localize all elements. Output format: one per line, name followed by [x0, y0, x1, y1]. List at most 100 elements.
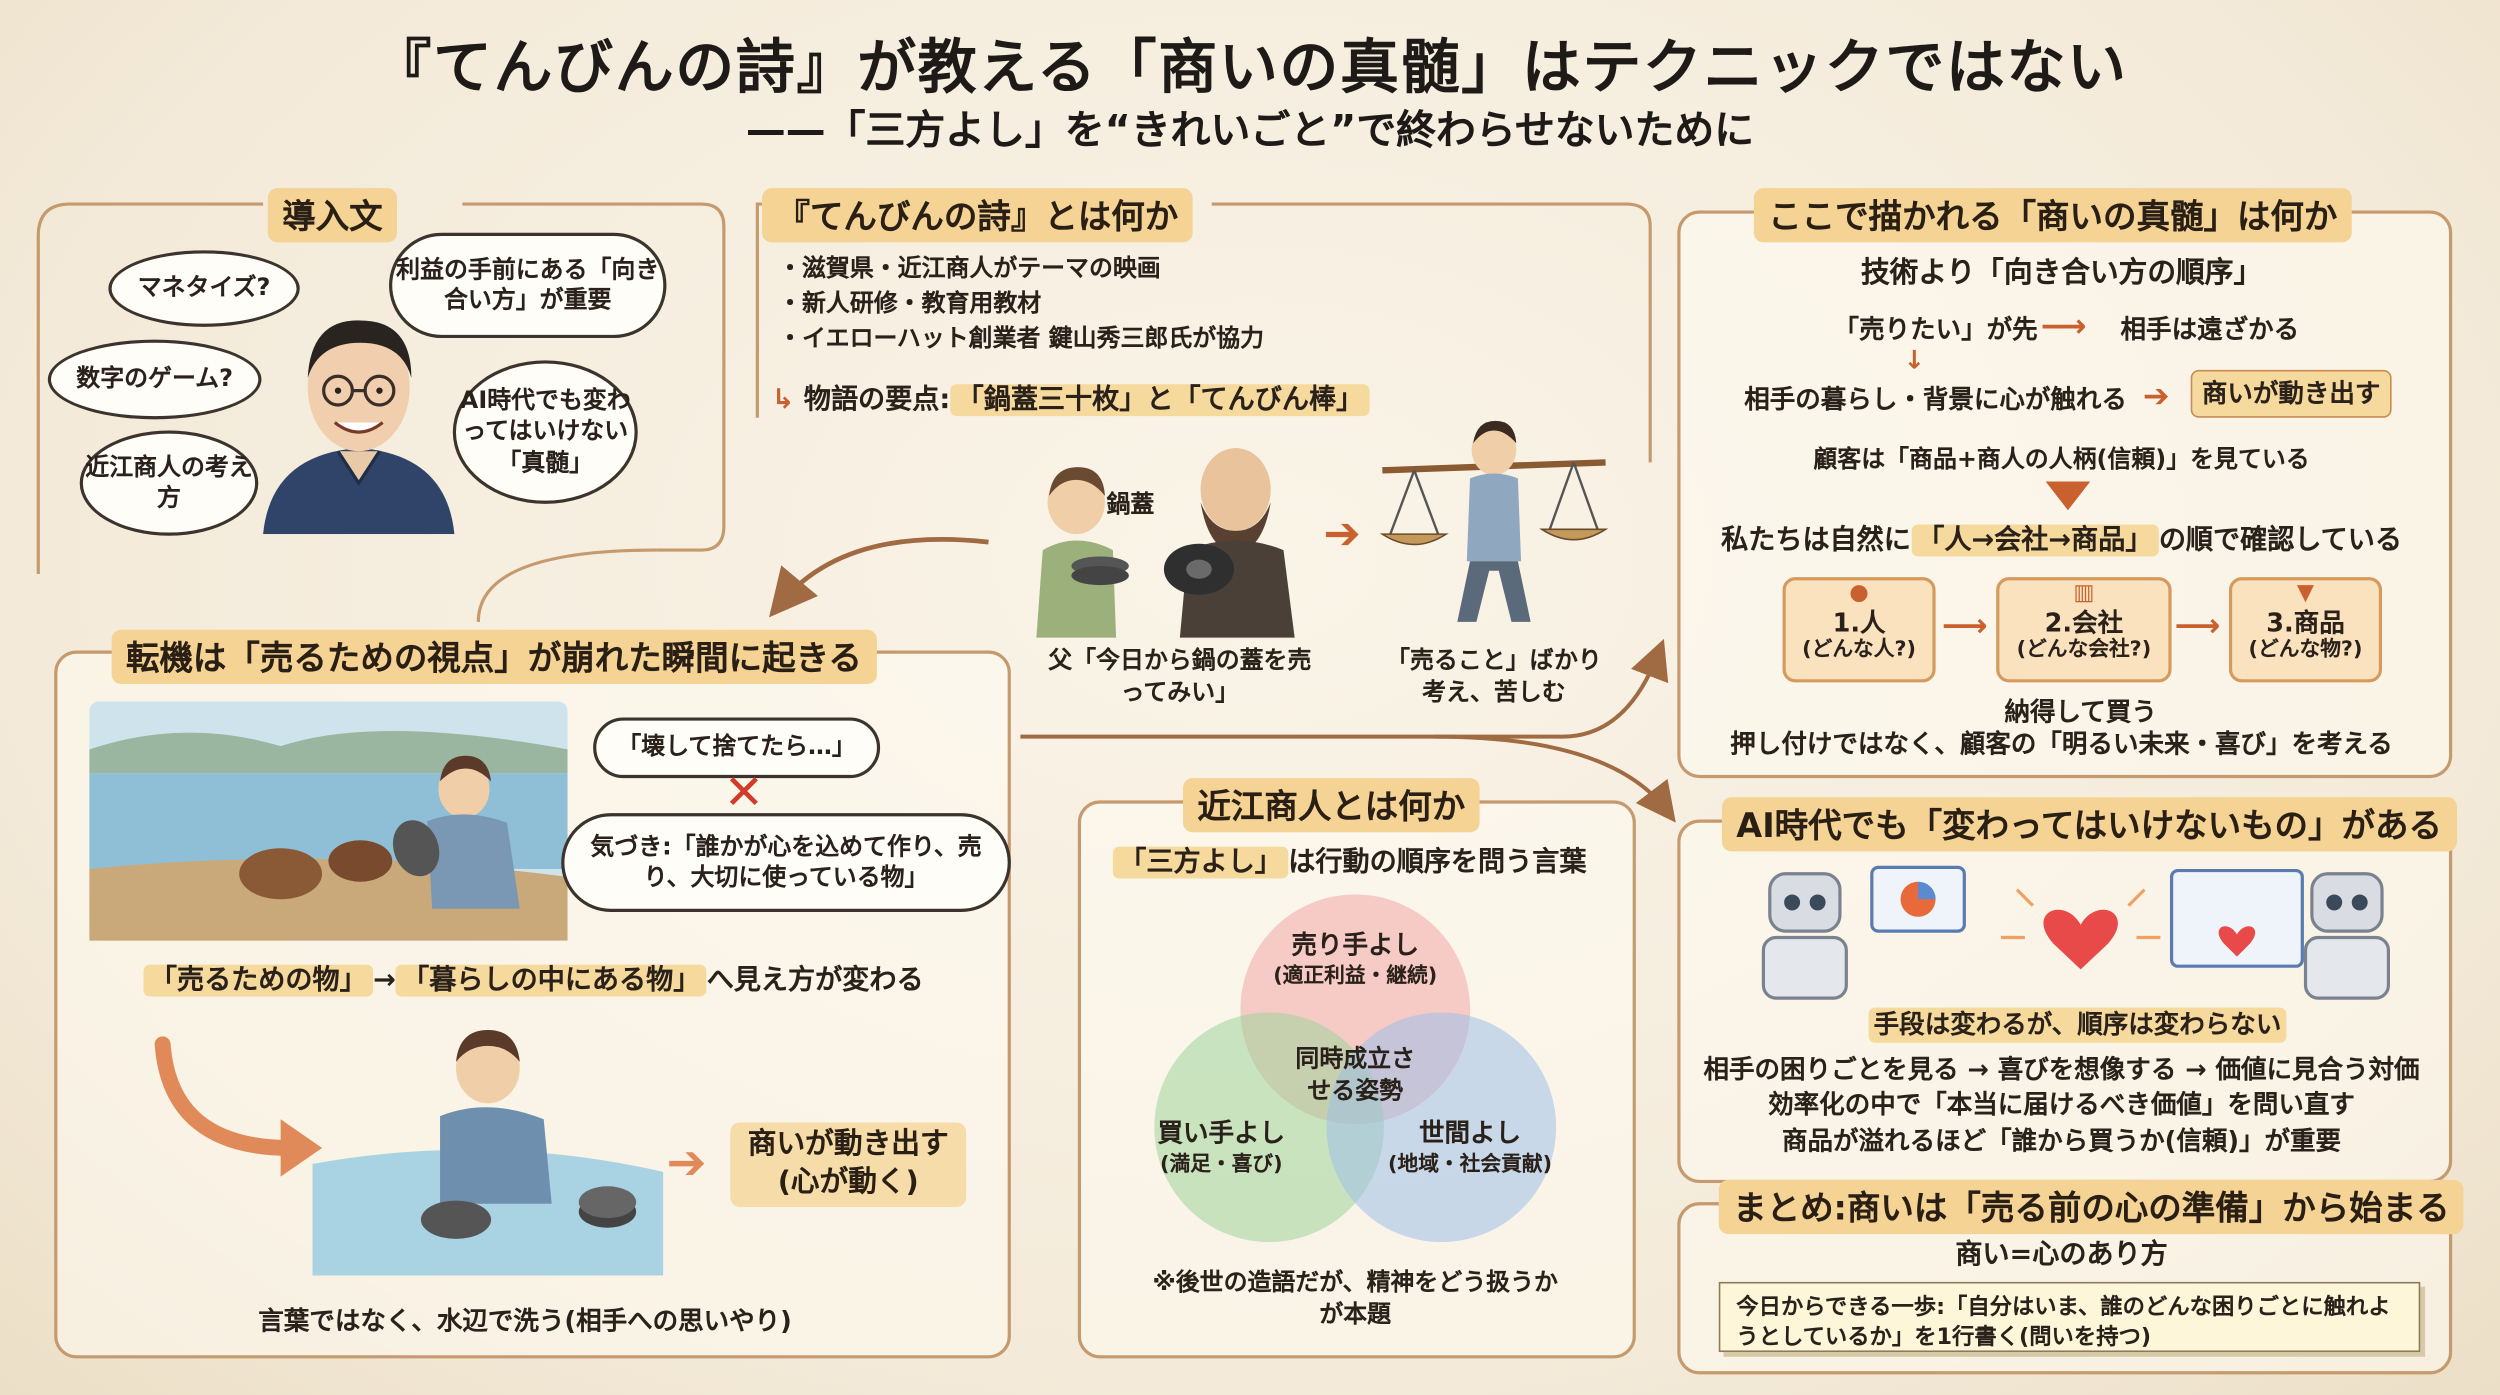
- film-bullets: ・滋賀県・近江商人がテーマの映画 ・新人研修・教育用教材 ・イエローハット創業者…: [778, 252, 1264, 356]
- father-caption: 父「今日から鍋の蓋を売ってみい」: [1048, 645, 1312, 707]
- ai-robots-illustration: [1761, 865, 2391, 1000]
- order-line: 私たちは自然に「人→会社→商品」の順で確認している: [1677, 523, 2446, 560]
- curved-arrow-icon: [154, 1036, 323, 1177]
- film-bullet-3: ・イエローハット創業者 鍵山秀三郎氏が協力: [778, 322, 1265, 352]
- film-to-turning-arrow: [768, 536, 989, 618]
- step-person-sublabel: (どんな人?): [1802, 637, 1917, 662]
- summary-lead: 商い=心のあり方: [1955, 1238, 2168, 1271]
- lid-label: 鍋蓋: [1106, 489, 1155, 519]
- action-note: 今日からできる一歩:「自分はいま、誰のどんな困りごとに触れようとしているか」を1…: [1718, 1281, 2421, 1353]
- buyer-label: 買い手よし: [1157, 1117, 1286, 1148]
- venn-society-label: 世間よし (地域・社会貢献): [1374, 1116, 1565, 1178]
- riverside-scene-illustration: [89, 701, 568, 941]
- shift-arrow: →: [373, 964, 396, 997]
- shirt-icon: ▼: [2296, 580, 2315, 606]
- film-bullet-1: ・滋賀県・近江商人がテーマの映画: [778, 253, 1161, 283]
- turning-heading: 転機は「売るための視点」が崩れた瞬間に起きる: [111, 629, 877, 684]
- flow1-end: 相手は遠ざかる: [2120, 314, 2300, 345]
- boy-caption: 「売ること」ばかり考え、苦しむ: [1386, 645, 1602, 707]
- to-ai-arrow: [1434, 734, 1676, 823]
- film-bullet-2: ・新人研修・教育用教材: [778, 288, 1042, 317]
- essence-lead: 技術より「向き合い方の順序」: [1860, 256, 2263, 291]
- points-prefix: 物語の要点:: [803, 384, 951, 417]
- view-shift-line: 「売るための物」→「暮らしの中にある物」へ見え方が変わる: [143, 963, 924, 1000]
- result-arrow-icon: ➔: [666, 1135, 707, 1192]
- step-company: ▥ 2.会社 (どんな会社?): [1996, 577, 2172, 683]
- society-sublabel: (地域・社会貢献): [1388, 1152, 1553, 1177]
- presenter-illustration: [263, 320, 455, 535]
- intro-outline-right: [462, 202, 726, 552]
- bubble-omi-thinking: 近江商人の考え方: [79, 430, 259, 536]
- shift-highlight-2: 「暮らしの中にある物」: [395, 965, 707, 997]
- venn-center-label: 同時成立させる姿勢: [1295, 1044, 1416, 1106]
- flow1-start: 「売りたい」が先: [1833, 314, 2038, 345]
- omi-subheading: 「三方よし」は行動の順序を問う言葉: [1112, 845, 1586, 882]
- step-person: ● 1.人 (どんな人?): [1782, 577, 1936, 683]
- bubble-stance: 利益の手前にある「向き合い方」が重要: [389, 232, 667, 339]
- step-product-label: 3.商品: [2266, 607, 2345, 638]
- order-highlight: 「人→会社→商品」: [1910, 524, 2159, 557]
- flow2-start: 相手の暮らし・背景に心が触れる: [1744, 384, 2127, 415]
- omi-heading: 近江商人とは何か: [1183, 778, 1480, 833]
- to-essence-arrow: [1020, 638, 1669, 739]
- flow1-arrow-icon: ⟶: [2040, 306, 2087, 345]
- page-title: 『てんびんの詩』が教える「商いの真髄」はテクニックではない: [372, 33, 2128, 103]
- film-arrow-icon: ➔: [1323, 507, 1361, 560]
- flow2-arrow-icon: ➔: [2142, 376, 2170, 415]
- turning-caption: 言葉ではなく、水辺で洗う(相手への思いやり): [258, 1305, 792, 1337]
- order-prefix: 私たちは自然に: [1721, 524, 1911, 557]
- bubble-numbers-game: 数字のゲーム?: [47, 339, 262, 420]
- film-heading: 『てんびんの詩』とは何か: [762, 188, 1193, 243]
- boy-with-balance-pole-illustration: [1379, 420, 1609, 622]
- step-arrow-1-icon: ⟶: [1941, 605, 1988, 645]
- buy-line: 納得して買う: [2004, 696, 2157, 728]
- venn-society-circle: [1326, 1012, 1557, 1243]
- intro-heading: 導入文: [267, 188, 398, 243]
- heart-icon: [2043, 909, 2118, 970]
- push-line: 押し付けではなく、顧客の「明るい未来・喜び」を考える: [1730, 728, 2393, 759]
- step-company-sublabel: (どんな会社?): [2016, 637, 2152, 662]
- washing-lids-illustration: [312, 1029, 664, 1276]
- film-outline: [755, 202, 763, 418]
- thought-bubble: 「壊して捨てたら…」: [593, 717, 881, 779]
- bubble-ai-essence: AI時代でも変わってはいけない「真髄」: [452, 360, 638, 504]
- sanpo-highlight: 「三方よし」: [1112, 847, 1289, 879]
- venn-buyer-label: 買い手よし (満足・喜び): [1126, 1116, 1317, 1178]
- bubble-monetize: マネタイズ?: [108, 250, 300, 327]
- seller-sublabel: (適正利益・継続): [1273, 963, 1438, 988]
- step-company-label: 2.会社: [2044, 607, 2124, 638]
- result-label: 商いが動き出す(心が動く): [730, 1122, 967, 1207]
- shift-rest: へ見え方が変わる: [706, 964, 924, 997]
- step-product: ▼ 3.商品 (どんな物?): [2228, 577, 2383, 683]
- down-arrow-icon: [2045, 481, 2091, 511]
- ai-line-2: 効率化の中で「本当に届けるべき価値」を問い直す: [1768, 1089, 2355, 1120]
- step-person-label: 1.人: [1832, 607, 1886, 638]
- father-and-son-illustration: [1036, 448, 1295, 638]
- venn-seller-label: 売り手よし (適正利益・継続): [1260, 928, 1451, 990]
- ai-heading: AI時代でも「変わってはいけないもの」がある: [1721, 797, 2457, 852]
- ai-line-1: 相手の困りごとを見る → 喜びを想像する → 価値に見合う対価: [1703, 1053, 2420, 1085]
- essence-heading: ここで描かれる「商いの真髄」は何か: [1753, 188, 2352, 243]
- seller-label: 売り手よし: [1291, 929, 1420, 960]
- step-product-sublabel: (どんな物?): [2248, 637, 2363, 662]
- buyer-sublabel: (満足・喜び): [1160, 1152, 1283, 1177]
- order-rest: の順で確認している: [2158, 524, 2402, 557]
- flow-down-arrow-icon: ↓: [1903, 344, 1926, 375]
- shift-highlight-1: 「売るための物」: [143, 965, 374, 997]
- points-highlight: 「鍋蓋三十枚」と「てんびん棒」: [950, 384, 1370, 416]
- step-arrow-2-icon: ⟶: [2174, 605, 2221, 645]
- ai-line-3: 商品が溢れるほど「誰から買うか(信頼)」が重要: [1782, 1125, 2342, 1156]
- ai-lines: 相手の困りごとを見る → 喜びを想像する → 価値に見合う対価 効率化の中で「本…: [1677, 1052, 2446, 1159]
- venn-buyer-circle: [1154, 1012, 1384, 1243]
- omi-note: ※後世の造語だが、精神をどう扱うかが本題: [1152, 1267, 1558, 1329]
- summary-heading: まとめ:商いは「売る前の心の準備」から始まる: [1718, 1179, 2464, 1235]
- intro-to-turning-line: [476, 548, 657, 622]
- film-points: ↳ 物語の要点:「鍋蓋三十枚」と「てんびん棒」: [772, 383, 1370, 420]
- page-subtitle: ——「三方よし」を“きれいごと”で終わらせないために: [745, 106, 1755, 154]
- flow2-end: 商いが動き出す: [2190, 369, 2392, 418]
- customer-view: 顧客は「商品+商人の人柄(信頼)」を見ている: [1813, 444, 2310, 474]
- cross-mark-icon: ✕: [723, 765, 764, 822]
- points-arrow-icon: ↳: [771, 384, 804, 417]
- intro-outline-left: [36, 202, 264, 574]
